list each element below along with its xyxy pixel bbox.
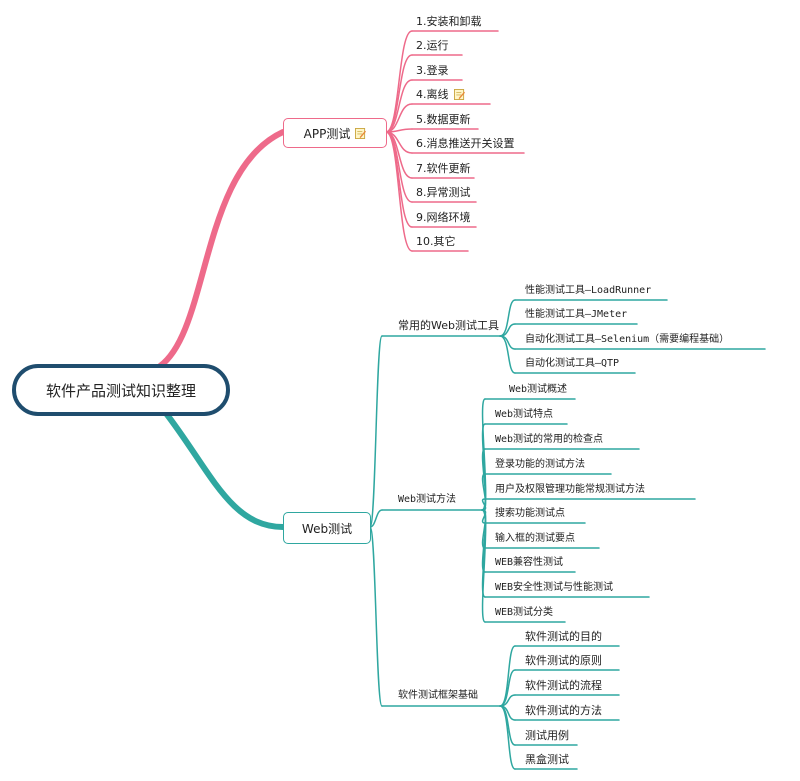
web-tools-item-4-text: 自动化测试工具—QTP — [525, 358, 620, 369]
connector-web-tools-4 — [499, 335, 516, 374]
app-item-1-text: 1.安装和卸载 — [416, 15, 482, 28]
note-icon — [453, 89, 465, 100]
app-item-8[interactable]: 8.异常测试 — [416, 186, 471, 200]
connector-web-methods-4 — [481, 473, 487, 511]
web-framework-item-1[interactable]: 软件测试的目的 — [525, 630, 602, 644]
connector-web-framework-2 — [499, 669, 516, 707]
web-methods-item-1-text: Web测试概述 — [509, 384, 568, 395]
app-item-9[interactable]: 9.网络环境 — [416, 211, 471, 225]
connector-web-methods — [369, 509, 383, 528]
connector-root-app — [157, 129, 286, 369]
web-framework-item-2-text: 软件测试的原则 — [525, 654, 602, 667]
web-methods-item-5-text: 用户及权限管理功能常规测试方法 — [495, 484, 645, 495]
web-methods-item-9-text: WEB安全性测试与性能测试 — [495, 582, 614, 593]
web-tools-item-2[interactable]: 性能测试工具—JMeter — [525, 308, 627, 322]
web-methods-item-4[interactable]: 登录功能的测试方法 — [495, 458, 585, 472]
branch-web-testing-label: Web测试 — [301, 521, 353, 536]
app-item-1[interactable]: 1.安装和卸载 — [416, 15, 482, 29]
web-methods-item-10-text: WEB测试分类 — [495, 607, 554, 618]
connector-web-framework-6 — [499, 705, 516, 770]
web-methods-item-5[interactable]: 用户及权限管理功能常规测试方法 — [495, 483, 645, 497]
root-node[interactable]: 软件产品测试知识整理 — [12, 364, 230, 416]
app-item-5[interactable]: 5.数据更新 — [416, 113, 471, 127]
sub-branch-web-methods-text: Web测试方法 — [398, 494, 457, 505]
branch-web-testing[interactable]: Web测试 — [283, 512, 371, 544]
app-item-4[interactable]: 4.离线 — [416, 88, 465, 102]
sub-branch-web-methods[interactable]: Web测试方法 — [398, 493, 456, 507]
branch-app-testing[interactable]: APP测试 — [283, 118, 387, 148]
connector-web-framework — [369, 526, 383, 707]
app-item-7[interactable]: 7.软件更新 — [416, 162, 471, 176]
root-label: 软件产品测试知识整理 — [45, 381, 196, 400]
web-methods-item-4-text: 登录功能的测试方法 — [495, 459, 585, 470]
web-tools-item-1-text: 性能测试工具—LoadRunner — [525, 285, 652, 296]
web-methods-item-2-text: Web测试特点 — [495, 409, 554, 420]
web-methods-item-9[interactable]: WEB安全性测试与性能测试 — [495, 581, 613, 595]
web-tools-item-3-text: 自动化测试工具—Selenium（需要编程基础） — [525, 334, 730, 345]
connector-app-3 — [385, 79, 413, 133]
web-methods-item-1[interactable]: Web测试概述 — [509, 383, 567, 397]
app-item-4-text: 4.离线 — [416, 88, 449, 101]
connector-app-9 — [385, 131, 413, 228]
web-methods-item-6[interactable]: 搜索功能测试点 — [495, 507, 565, 521]
connector-web-methods-10 — [481, 509, 487, 623]
web-methods-item-3[interactable]: Web测试的常用的检查点 — [495, 433, 603, 447]
web-methods-item-8-text: WEB兼容性测试 — [495, 557, 564, 568]
web-framework-item-4-text: 软件测试的方法 — [525, 704, 602, 717]
web-tools-item-1[interactable]: 性能测试工具—LoadRunner — [525, 284, 651, 298]
web-framework-item-5[interactable]: 测试用例 — [525, 729, 569, 743]
web-framework-item-3[interactable]: 软件测试的流程 — [525, 679, 602, 693]
connector-web-tools — [369, 335, 383, 528]
web-framework-item-6-text: 黑盒测试 — [525, 753, 569, 766]
connector-web-tools-1 — [499, 299, 516, 337]
app-item-7-text: 7.软件更新 — [416, 162, 471, 175]
app-item-6[interactable]: 6.消息推送开关设置 — [416, 137, 515, 151]
web-framework-item-3-text: 软件测试的流程 — [525, 679, 602, 692]
app-item-5-text: 5.数据更新 — [416, 113, 471, 126]
web-methods-item-3-text: Web测试的常用的检查点 — [495, 434, 604, 445]
connector-app-2 — [385, 54, 413, 133]
app-item-8-text: 8.异常测试 — [416, 186, 471, 199]
web-tools-item-2-text: 性能测试工具—JMeter — [525, 309, 628, 320]
connector-root-web — [162, 409, 286, 530]
web-framework-item-2[interactable]: 软件测试的原则 — [525, 654, 602, 668]
web-framework-item-5-text: 测试用例 — [525, 729, 569, 742]
app-item-10-text: 10.其它 — [416, 235, 456, 248]
note-icon — [355, 127, 367, 139]
web-methods-item-7[interactable]: 输入框的测试要点 — [495, 532, 575, 546]
web-tools-item-3[interactable]: 自动化测试工具—Selenium（需要编程基础） — [525, 333, 729, 347]
sub-branch-web-tools-text: 常用的Web测试工具 — [398, 319, 499, 332]
sub-branch-web-framework[interactable]: 软件测试框架基础 — [398, 689, 478, 703]
web-methods-item-6-text: 搜索功能测试点 — [495, 508, 565, 519]
web-methods-item-8[interactable]: WEB兼容性测试 — [495, 556, 563, 570]
app-item-6-text: 6.消息推送开关设置 — [416, 137, 515, 150]
app-item-2-text: 2.运行 — [416, 39, 449, 52]
branch-app-testing-label: APP测试 — [303, 126, 351, 141]
web-methods-item-7-text: 输入框的测试要点 — [495, 533, 575, 544]
web-framework-item-6[interactable]: 黑盒测试 — [525, 753, 569, 767]
sub-branch-web-framework-text: 软件测试框架基础 — [398, 690, 478, 701]
app-item-10[interactable]: 10.其它 — [416, 235, 456, 249]
app-item-9-text: 9.网络环境 — [416, 211, 471, 224]
web-methods-item-2[interactable]: Web测试特点 — [495, 408, 553, 422]
web-tools-item-4[interactable]: 自动化测试工具—QTP — [525, 357, 619, 371]
app-item-3-text: 3.登录 — [416, 64, 449, 77]
app-item-3[interactable]: 3.登录 — [416, 64, 449, 78]
connector-web-framework-1 — [499, 645, 516, 707]
web-methods-item-10[interactable]: WEB测试分类 — [495, 606, 553, 620]
sub-branch-web-tools[interactable]: 常用的Web测试工具 — [398, 319, 499, 333]
web-framework-item-4[interactable]: 软件测试的方法 — [525, 704, 602, 718]
connector-app-10 — [385, 131, 413, 252]
web-framework-item-1-text: 软件测试的目的 — [525, 630, 602, 643]
app-item-2[interactable]: 2.运行 — [416, 39, 449, 53]
